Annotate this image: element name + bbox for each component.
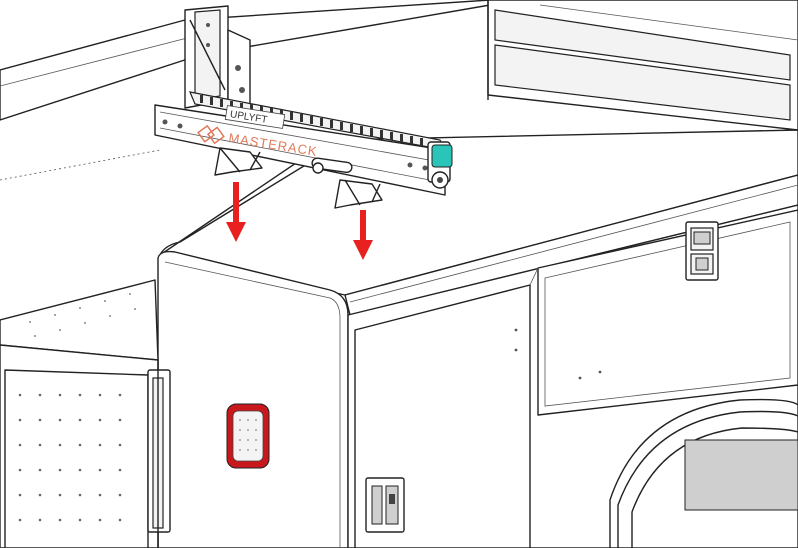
far-compartment-box	[487, 0, 798, 131]
tray-top-holes	[29, 293, 136, 337]
compartment-light-icon	[226, 403, 270, 469]
rack-rollers	[200, 95, 423, 146]
tray-holes	[18, 393, 122, 522]
pullout-tray	[0, 279, 171, 548]
side-latch-icon	[685, 221, 719, 281]
compartment-latch-icon	[365, 477, 405, 533]
down-arrow-icon	[226, 182, 246, 242]
wheel-arch	[609, 398, 798, 548]
down-arrow-icon	[353, 210, 373, 260]
masterack-logo-icon	[197, 124, 225, 145]
ladder-rack-assembly: UPLYFT MASTERACK	[154, 5, 453, 209]
compartment-end-panel	[157, 250, 349, 548]
